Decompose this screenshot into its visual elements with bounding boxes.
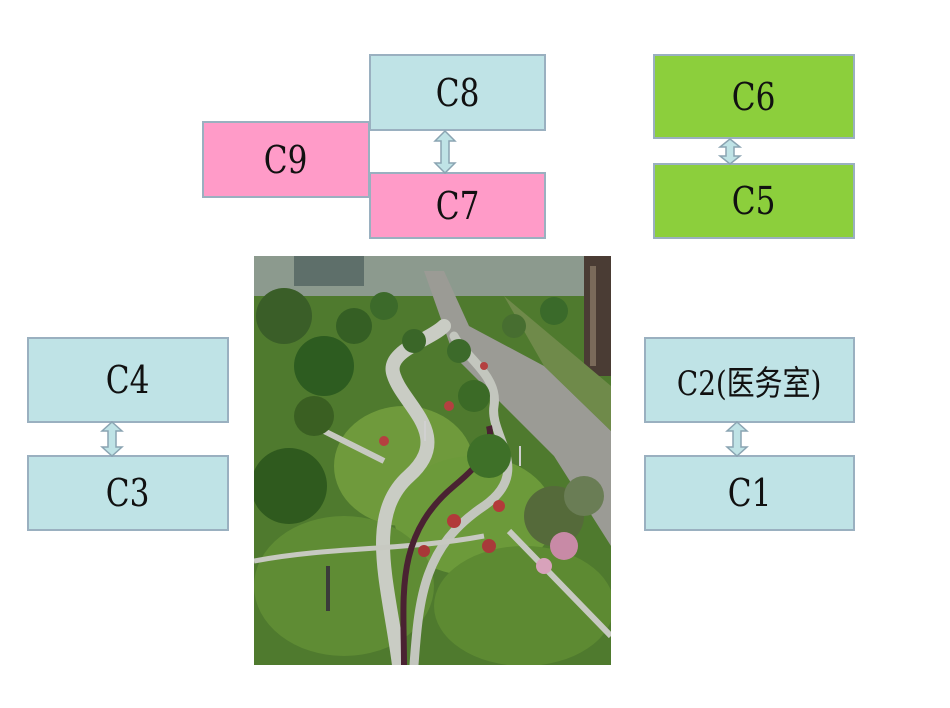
box-c7-label: C7 (435, 183, 480, 228)
box-c1-label: C1 (727, 471, 772, 515)
box-c8-label: C8 (435, 70, 480, 115)
box-c5: C5 (653, 163, 855, 239)
double-arrow-c6-c5-icon (718, 138, 742, 165)
box-c1: C1 (644, 455, 855, 531)
garden-photo (254, 256, 611, 665)
box-c3: C3 (27, 455, 229, 531)
box-c5-label: C5 (732, 179, 776, 223)
box-c6-label: C6 (732, 74, 776, 119)
box-c8: C8 (369, 54, 546, 131)
double-arrow-c4-c3-icon (100, 421, 124, 457)
box-c4: C4 (27, 337, 229, 423)
box-c7: C7 (369, 172, 546, 239)
box-c2-label: C2(医务室) (677, 363, 822, 404)
double-arrow-c2-c1-icon (725, 421, 749, 457)
double-arrow-c8-c7-icon (433, 130, 457, 174)
box-c2: C2(医务室) (644, 337, 855, 423)
box-c9-label: C9 (264, 137, 308, 182)
box-c9: C9 (202, 121, 370, 198)
box-c4-label: C4 (106, 358, 150, 402)
box-c6: C6 (653, 54, 855, 139)
box-c3-label: C3 (106, 471, 150, 515)
